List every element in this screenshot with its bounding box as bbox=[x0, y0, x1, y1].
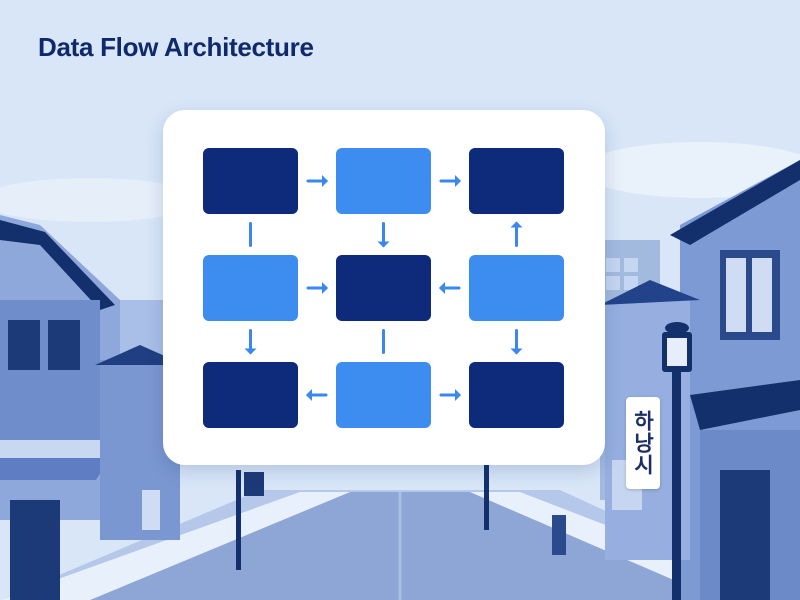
diagram-node-r3c2 bbox=[336, 362, 431, 428]
diagram-edges bbox=[244, 175, 523, 401]
diagram-node-r3c1 bbox=[203, 362, 298, 428]
diagram-node-r2c3 bbox=[469, 255, 564, 321]
diagram-node-r1c3 bbox=[469, 148, 564, 214]
diagram-node-r1c1 bbox=[203, 148, 298, 214]
diagram-edge-r2c1-r3c1 bbox=[244, 329, 257, 355]
diagram-edge-r2c3-r2c2 bbox=[439, 282, 461, 294]
diagram-node-r2c2 bbox=[336, 255, 431, 321]
diagram-edge-r2c3-r1c3 bbox=[510, 221, 523, 247]
diagram-edge-r3c2-r3c1 bbox=[306, 389, 328, 401]
diagram-edge-r2c3-r3c3 bbox=[510, 329, 523, 355]
diagram-edge-r1c2-r2c2 bbox=[377, 222, 390, 248]
page-title: Data Flow Architecture bbox=[38, 32, 314, 62]
diagram-edge-r2c1-r2c2 bbox=[306, 282, 328, 294]
diagram-card bbox=[163, 110, 605, 465]
diagram-node-r3c3 bbox=[469, 362, 564, 428]
diagram-edge-r1c2-r1c3 bbox=[439, 175, 461, 187]
diagram-node-r2c1 bbox=[203, 255, 298, 321]
street-sign: 하낭시 bbox=[626, 397, 660, 489]
diagram-edge-r3c2-r3c3 bbox=[439, 389, 461, 401]
diagram-node-r1c2 bbox=[336, 148, 431, 214]
diagram-edge-r1c1-r1c2 bbox=[306, 175, 328, 187]
